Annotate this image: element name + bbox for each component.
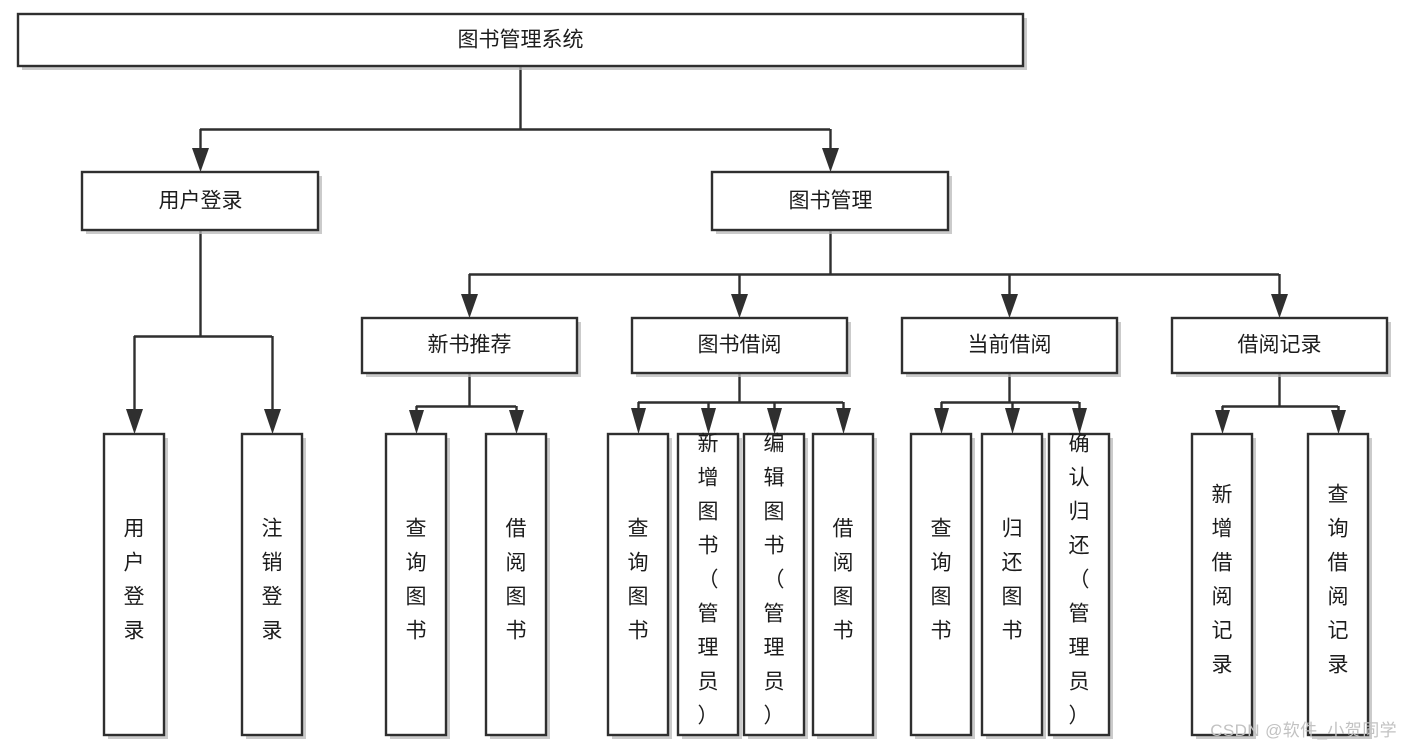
leaf-box-10 [1047,432,1111,737]
node-leaf-query-book-2[interactable]: 查询图书 [606,432,672,739]
node-current-borrow[interactable]: 当前借阅 [900,316,1121,377]
node-borrow-records[interactable]: 借阅记录 [1170,316,1391,377]
node-user-login[interactable]: 用户登录 [80,170,322,234]
arrow-to-leaf-query-book-3 [934,408,949,434]
node-leaf-user-login[interactable]: 用户登录 [102,432,168,739]
node-new-book-recommend[interactable]: 新书推荐 [360,316,581,377]
node-leaf-add-borrow-record[interactable]: 新增借阅记录 [1190,432,1256,739]
node-book-management[interactable]: 图书管理 [710,170,952,234]
leaf-box-9 [980,432,1044,737]
watermark: CSDN @软件_小贺同学 [1210,721,1397,740]
root-label: 图书管理系统 [458,29,584,52]
node-leaf-borrow-book-2[interactable]: 借阅图书 [811,432,877,739]
leaf-box-7 [811,432,875,737]
arrow-to-leaf-user-login [126,409,143,434]
level2-box-1 [710,170,950,232]
leaf-label-2: 查询图书 [406,518,427,643]
leaf-box-4 [606,432,670,737]
root-box [16,12,1025,68]
arrow-to-leaf-logout [264,409,281,434]
level2-label-1: 图书管理 [789,190,873,213]
node-leaf-query-borrow-record[interactable]: 查询借阅记录 [1306,432,1372,739]
arrow-to-user-login [192,148,209,172]
arrow-to-borrow-records [1271,294,1288,318]
level3-box-0 [360,316,579,375]
arrow-to-leaf-return-book [1005,408,1020,434]
level3-label-1: 图书借阅 [698,334,782,357]
leaf-label-4: 查询图书 [628,518,649,643]
arrow-to-book-mgmt [822,148,839,172]
level2-label-0: 用户登录 [159,190,243,213]
leaf-box-8 [909,432,973,737]
level3-label-3: 借阅记录 [1238,334,1322,357]
leaf-box-1 [240,432,304,737]
level3-box-3 [1170,316,1389,375]
node-leaf-query-book-3[interactable]: 查询图书 [909,432,975,739]
level3-box-2 [900,316,1119,375]
leaf-label-8: 查询图书 [931,518,952,643]
node-leaf-edit-book-admin[interactable]: 编辑图书（管理员） [742,432,808,740]
level3-label-0: 新书推荐 [428,334,512,357]
leaf-label-12: 查询借阅记录 [1328,484,1349,677]
leaf-box-6 [742,432,806,737]
arrow-to-current-borrow [1001,294,1018,318]
arrow-to-book-borrow [731,294,748,318]
leaf-box-11 [1190,432,1254,737]
leaf-label-5: 新增图书（管理员） [698,433,719,728]
arrow-to-leaf-borrow-book-2 [836,408,851,434]
leaf-box-12 [1306,432,1370,737]
arrow-to-new-book-rec [461,294,478,318]
leaf-label-3: 借阅图书 [506,518,527,643]
leaf-box-3 [484,432,548,737]
leaf-label-0: 用户登录 [124,518,145,643]
leaf-node-layer: 用户登录 注销登录 查询图书 借阅图书 查询图书 新增图书（管理员） 编辑图书（管理员） 借阅… [102,432,1372,740]
node-book-borrow[interactable]: 图书借阅 [630,316,851,377]
leaf-label-10: 确认归还（管理员） [1069,433,1090,728]
leaf-label-7: 借阅图书 [833,518,854,643]
leaf-box-5 [676,432,740,737]
leaf-label-1: 注销登录 [262,518,283,643]
leaf-label-9: 归还图书 [1002,518,1023,643]
arrow-to-leaf-borrow-book-1 [509,410,524,434]
node-root-book-management-system[interactable]: 图书管理系统 [16,12,1027,70]
arrow-to-leaf-query-book-2 [631,408,646,434]
node-leaf-borrow-book-1[interactable]: 借阅图书 [484,432,550,739]
node-leaf-add-book-admin[interactable]: 新增图书（管理员） [676,432,742,740]
arrow-to-leaf-edit-book [767,408,782,434]
arrow-to-leaf-query-book-1 [409,410,424,434]
level3-label-2: 当前借阅 [968,334,1052,357]
leaf-label-11: 新增借阅记录 [1212,484,1233,677]
node-leaf-logout[interactable]: 注销登录 [240,432,306,739]
arrow-to-leaf-add-record [1215,410,1230,434]
leaf-box-0 [102,432,166,737]
level2-box-0 [80,170,320,232]
arrow-to-leaf-add-book [701,408,716,434]
arrow-to-leaf-confirm-return [1072,408,1087,434]
connector-layer [126,66,1346,434]
arrow-to-leaf-query-record [1331,410,1346,434]
node-leaf-query-book-1[interactable]: 查询图书 [384,432,450,739]
node-leaf-confirm-return-admin[interactable]: 确认归还（管理员） [1047,432,1113,740]
level3-box-1 [630,316,849,375]
leaf-box-2 [384,432,448,737]
leaf-label-6: 编辑图书（管理员） [764,433,785,728]
node-leaf-return-book[interactable]: 归还图书 [980,432,1046,739]
